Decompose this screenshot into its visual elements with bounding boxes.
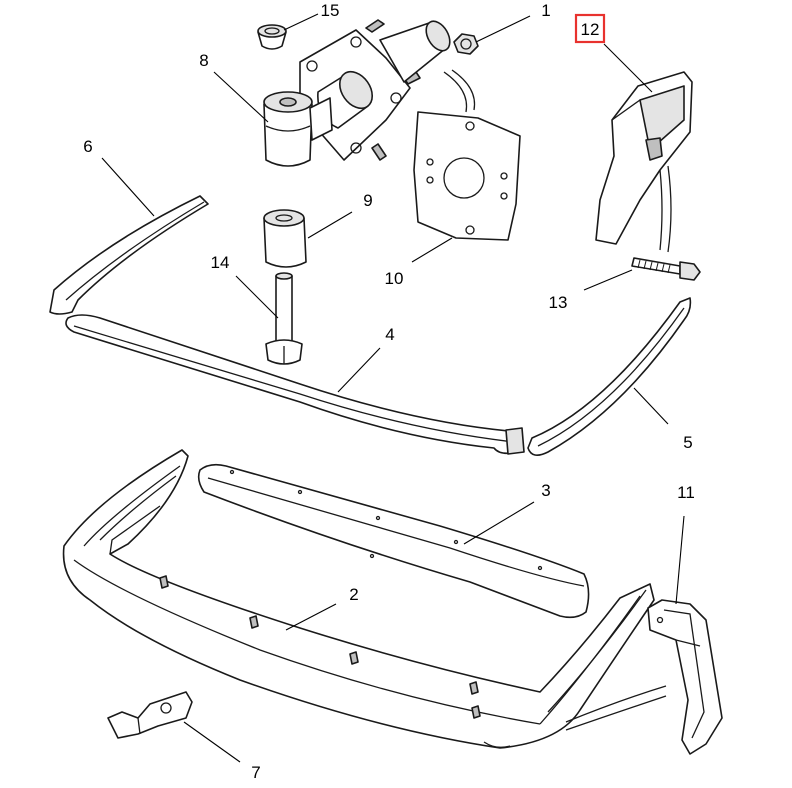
callout-13[interactable]: 13 [549, 293, 568, 312]
callout-10[interactable]: 10 [385, 269, 404, 288]
leader-5 [633, 387, 669, 425]
callout-15[interactable]: 15 [321, 1, 340, 20]
callout-labels: 15 1 12 8 6 9 14 10 13 4 5 3 11 2 7 [83, 1, 695, 782]
leader-14 [235, 275, 279, 319]
leader-7 [183, 721, 241, 763]
leader-8 [213, 71, 269, 123]
part-7-clip[interactable] [107, 691, 193, 739]
part-14-bolt[interactable] [265, 272, 303, 365]
callout-3[interactable]: 3 [541, 481, 550, 500]
callout-5[interactable]: 5 [683, 433, 692, 452]
callout-9[interactable]: 9 [363, 191, 372, 210]
callout-6[interactable]: 6 [83, 137, 92, 156]
part-9-bush[interactable] [263, 209, 307, 268]
part-2-bumper-cover[interactable] [62, 449, 655, 749]
part-5-right-trim[interactable] [527, 297, 692, 456]
callout-4[interactable]: 4 [385, 325, 394, 344]
callout-8[interactable]: 8 [199, 51, 208, 70]
callout-14[interactable]: 14 [211, 253, 230, 272]
callout-7[interactable]: 7 [251, 763, 260, 782]
callout-12[interactable]: 12 [581, 20, 600, 39]
part-12-bracket[interactable] [595, 71, 693, 253]
highlight-box-12 [574, 13, 606, 44]
part-1-nut[interactable] [453, 33, 479, 55]
callout-2[interactable]: 2 [349, 585, 358, 604]
callout-1[interactable]: 1 [541, 1, 550, 20]
part-13-screw[interactable] [631, 257, 701, 281]
leader-2 [285, 603, 337, 631]
part-6-left-trim[interactable] [49, 195, 209, 315]
leader-15 [283, 13, 319, 31]
leader-4 [337, 347, 381, 393]
part-11-side-bracket[interactable] [565, 599, 723, 755]
part-15-bush[interactable] [257, 24, 287, 50]
part-10-gasket[interactable] [413, 111, 521, 241]
leader-11 [675, 515, 685, 605]
leader-1 [475, 15, 531, 43]
leader-9 [307, 211, 353, 239]
leader-13 [583, 269, 633, 291]
leader-6 [101, 157, 155, 217]
leader-lines [101, 13, 685, 763]
leader-3 [463, 501, 535, 545]
callout-11[interactable]: 11 [677, 483, 695, 502]
part-8-buffer[interactable] [263, 91, 333, 167]
leader-10 [411, 237, 453, 263]
part-3-reinforcement[interactable] [197, 463, 590, 619]
leader-12 [603, 43, 653, 93]
part-4-top-strip[interactable] [65, 314, 525, 455]
